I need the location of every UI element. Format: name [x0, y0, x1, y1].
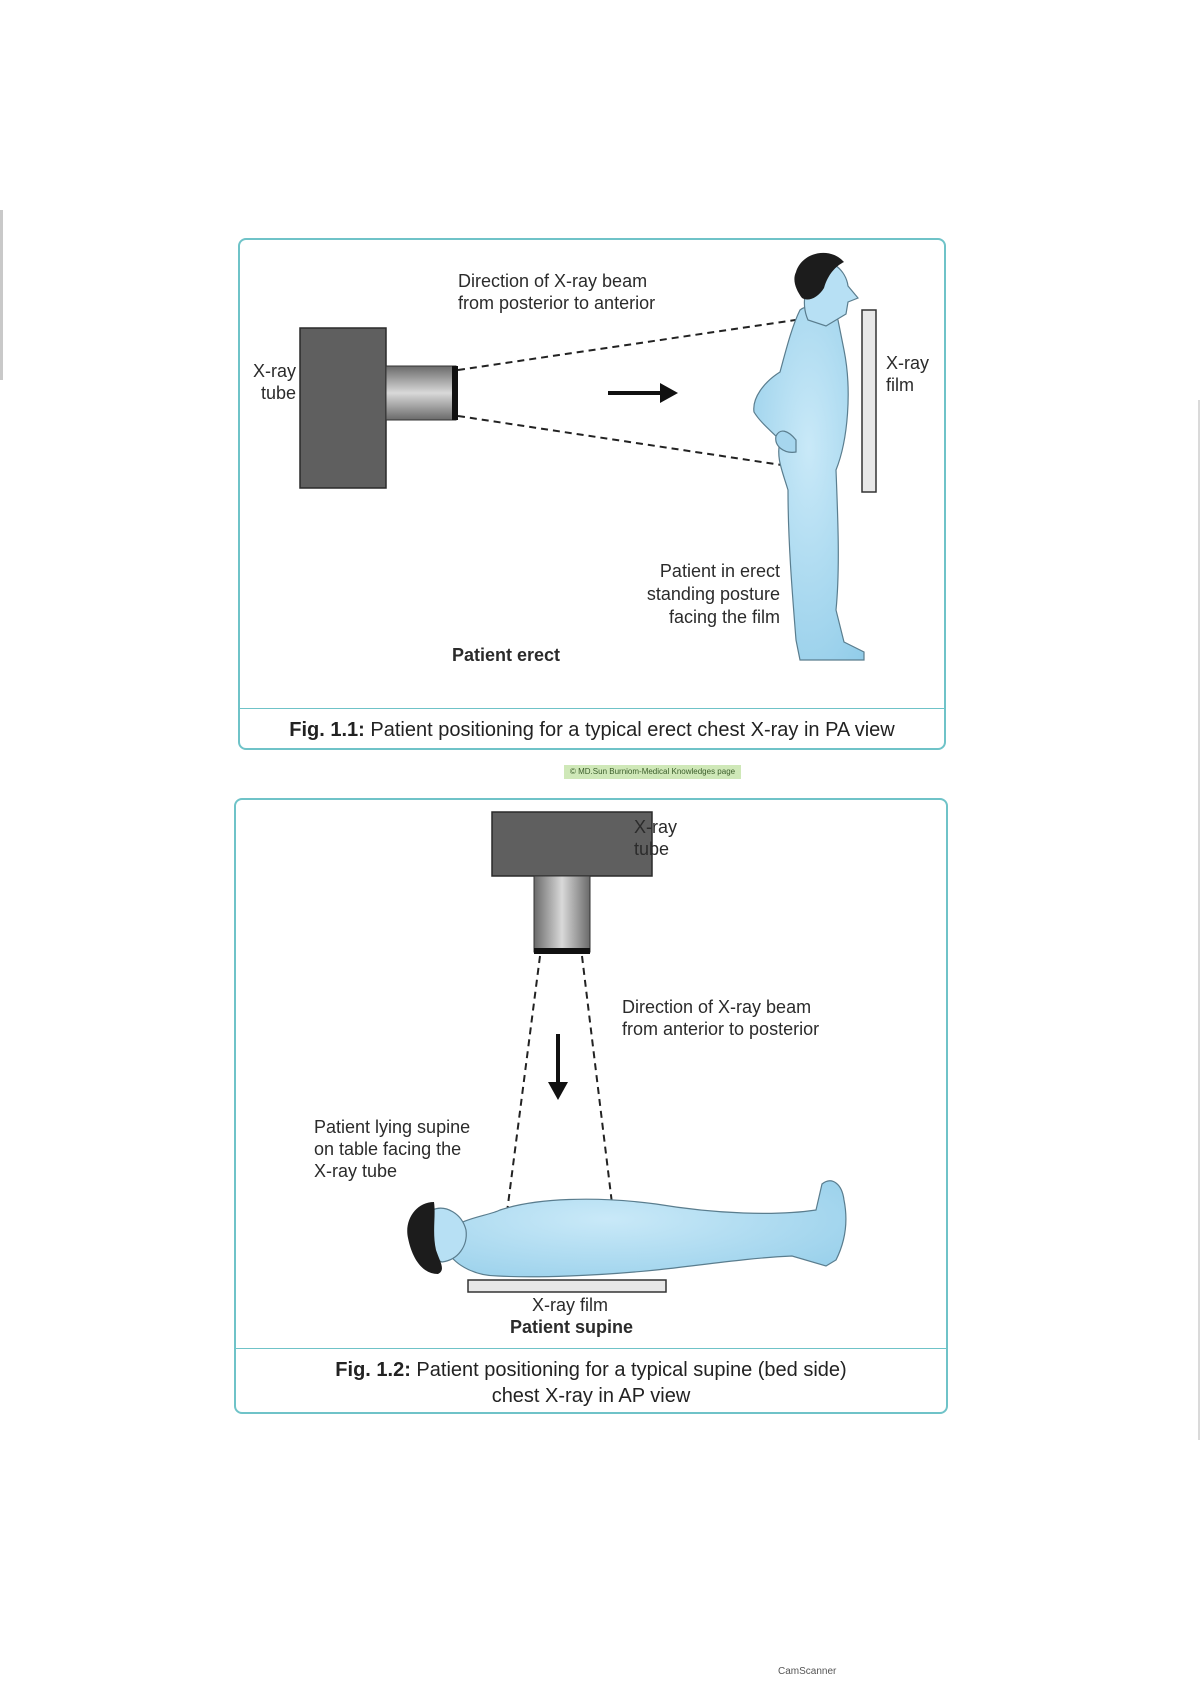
xray-film-plate	[861, 309, 877, 493]
beam-upper-line	[457, 318, 803, 371]
beam-lower-line	[457, 415, 789, 467]
beam-arrow-head	[660, 383, 678, 403]
figure-1-illustration	[299, 252, 877, 661]
beam-direction-label-line1: Direction of X-ray beam	[622, 997, 812, 1017]
beam-direction-label-line2: from anterior to posterior	[622, 1019, 820, 1039]
beam-arrow-head	[548, 1082, 568, 1100]
caption-number: Fig. 1.2:	[335, 1359, 411, 1381]
posture-label: Patient erect	[452, 645, 561, 665]
xray-tube-window	[452, 366, 458, 420]
tube-label-line1: X-ray	[634, 817, 678, 837]
supine-patient-hair	[407, 1202, 442, 1274]
xray-tube-nozzle	[533, 875, 591, 953]
patient-description-line1: Patient lying supine	[314, 1117, 471, 1137]
beam-direction-label-line2: from posterior to anterior	[458, 293, 656, 313]
scanner-watermark: CamScanner	[778, 1666, 837, 1677]
figure-1-panel: Direction of X-ray beam from posterior t…	[238, 238, 946, 750]
scan-edge-right	[1198, 400, 1200, 1440]
standing-patient-hair	[794, 252, 844, 300]
figure-2-illustration	[407, 811, 847, 1293]
supine-patient	[421, 1180, 847, 1278]
xray-tube-window	[534, 948, 590, 954]
figure-1-caption: Fig. 1.1: Patient positioning for a typi…	[240, 708, 944, 748]
xray-film-plate	[467, 1279, 667, 1293]
caption-line2: chest X-ray in AP view	[491, 1385, 691, 1407]
posture-label: Patient supine	[510, 1317, 634, 1337]
tube-label-line2: tube	[260, 383, 296, 403]
figure-2-caption: Fig. 1.2: Patient positioning for a typi…	[236, 1348, 946, 1412]
patient-description-line2: standing posture	[646, 584, 780, 604]
patient-description-line3: X-ray tube	[314, 1161, 398, 1181]
xray-tube-housing	[491, 811, 653, 877]
beam-right-line	[581, 955, 615, 1221]
film-label-line1: X-ray	[886, 353, 930, 373]
caption-text: Patient positioning for a typical erect …	[364, 719, 895, 741]
copyright-watermark: © MD.Sun Burniom-Medical Knowledges page	[564, 765, 742, 779]
film-label: X-ray film	[532, 1295, 608, 1315]
beam-direction-label-line1: Direction of X-ray beam	[458, 271, 648, 291]
patient-description-line3: facing the film	[668, 607, 780, 627]
tube-label-line2: tube	[634, 839, 670, 859]
film-label-line2: film	[886, 375, 914, 395]
patient-description-line2: on table facing the	[314, 1139, 462, 1159]
xray-tube-housing	[299, 327, 387, 489]
caption-number: Fig. 1.1:	[289, 719, 365, 741]
figure-2-panel: X-ray tube Direction of X-ray beam from …	[234, 798, 948, 1414]
tube-label-line1: X-ray	[252, 361, 296, 381]
caption-line1-row: Fig. 1.2: Patient positioning for a typi…	[236, 1357, 946, 1383]
beam-left-line	[505, 955, 541, 1221]
caption-line1: Patient positioning for a typical supine…	[410, 1359, 847, 1381]
scan-edge-left	[0, 210, 3, 380]
patient-description-line1: Patient in erect	[659, 561, 780, 581]
xray-tube-nozzle	[385, 365, 457, 421]
